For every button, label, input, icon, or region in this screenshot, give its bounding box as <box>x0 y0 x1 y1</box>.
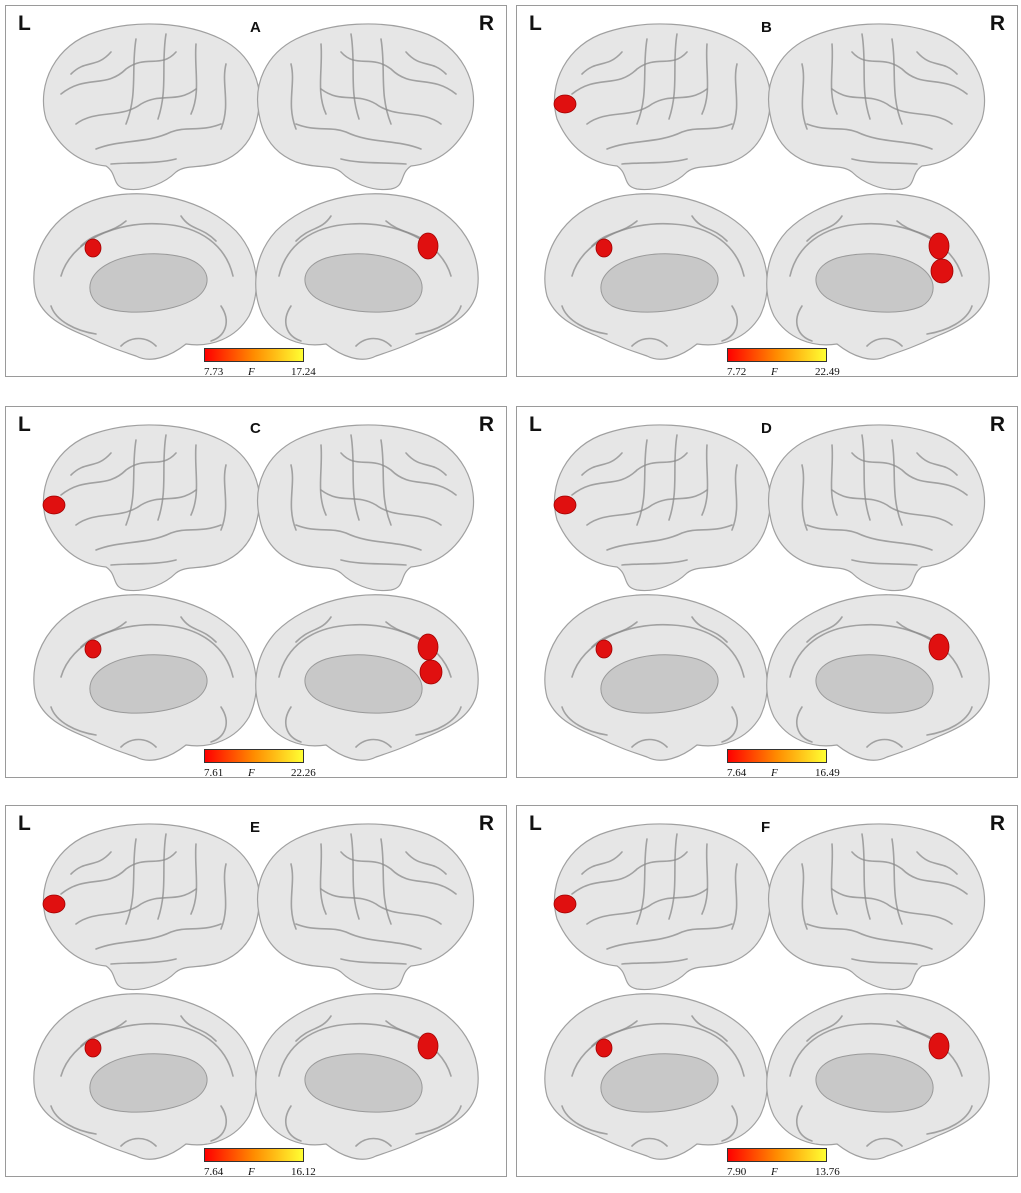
colorbar-variable-label: F <box>248 1166 255 1178</box>
left-lateral-brain <box>553 823 771 991</box>
right-lateral-brain <box>768 823 986 991</box>
left-lateral-brain <box>553 23 771 191</box>
right-lateral-brain <box>257 23 475 191</box>
colorbar <box>204 749 304 763</box>
activation-cluster <box>42 894 66 914</box>
activation-cluster <box>84 639 102 659</box>
right-lateral-brain <box>768 424 986 592</box>
panel-letter: D <box>761 420 772 437</box>
panel-letter: F <box>761 819 771 836</box>
activation-cluster <box>595 1038 613 1058</box>
activation-cluster <box>84 238 102 258</box>
figure-panel-d: L R D 7.64 F 16.49 <box>516 406 1018 779</box>
brain-views <box>544 23 990 360</box>
activation-cluster <box>417 232 439 260</box>
activation-cluster <box>419 659 443 685</box>
activation-cluster <box>417 633 439 661</box>
left-medial-brain <box>544 193 768 360</box>
colorbar-variable-label: F <box>248 767 255 779</box>
brain-views <box>33 23 479 360</box>
right-medial-brain <box>255 993 479 1160</box>
activation-cluster <box>595 238 613 258</box>
activation-cluster <box>553 94 577 114</box>
colorbar <box>727 1148 827 1162</box>
panel-letter: C <box>250 420 261 437</box>
left-medial-brain <box>544 594 768 761</box>
colorbar-max-label: 16.12 <box>291 1166 316 1178</box>
right-medial-brain <box>766 594 990 761</box>
colorbar-min-label: 7.73 <box>204 366 224 378</box>
left-hemisphere-label: L <box>18 812 31 835</box>
colorbar-variable-label: F <box>248 366 255 378</box>
colorbar <box>727 749 827 763</box>
right-lateral-brain <box>768 23 986 191</box>
panel-letter: A <box>250 19 261 36</box>
left-medial-brain <box>544 993 768 1160</box>
right-hemisphere-label: R <box>989 12 1005 35</box>
right-hemisphere-label: R <box>478 413 494 436</box>
right-hemisphere-label: R <box>478 812 494 835</box>
right-medial-brain <box>766 993 990 1160</box>
right-medial-brain <box>766 193 990 360</box>
left-lateral-brain <box>42 23 260 191</box>
right-medial-brain <box>255 193 479 360</box>
colorbar-variable-label: F <box>771 1166 778 1178</box>
left-medial-brain <box>33 193 257 360</box>
brain-views <box>33 424 479 761</box>
left-hemisphere-label: L <box>529 12 542 35</box>
colorbar <box>204 348 304 362</box>
figure-panel-c: L R C 7.61 F 22.26 <box>5 406 507 779</box>
left-medial-brain <box>33 993 257 1160</box>
colorbar-min-label: 7.64 <box>204 1166 224 1178</box>
left-medial-brain <box>33 594 257 761</box>
panel-letter: E <box>250 819 261 836</box>
figure-panel-e: L R E 7.64 F 16.12 <box>5 805 507 1178</box>
colorbar-min-label: 7.64 <box>727 767 747 779</box>
activation-cluster <box>928 633 950 661</box>
activation-cluster <box>42 495 66 515</box>
activation-cluster <box>930 258 954 284</box>
brain-views <box>544 823 990 1160</box>
right-lateral-brain <box>257 424 475 592</box>
left-lateral-brain <box>42 823 260 991</box>
colorbar-min-label: 7.90 <box>727 1166 747 1178</box>
figure-panel-b: L R B 7.72 F 22.49 <box>516 5 1018 378</box>
colorbar <box>727 348 827 362</box>
left-hemisphere-label: L <box>18 413 31 436</box>
activation-cluster <box>84 1038 102 1058</box>
colorbar-variable-label: F <box>771 767 778 779</box>
right-lateral-brain <box>257 823 475 991</box>
activation-cluster <box>417 1032 439 1060</box>
left-hemisphere-label: L <box>18 12 31 35</box>
left-hemisphere-label: L <box>529 812 542 835</box>
activation-cluster <box>928 232 950 260</box>
left-lateral-brain <box>553 424 771 592</box>
activation-cluster <box>553 495 577 515</box>
brain-views <box>544 424 990 761</box>
brain-views <box>33 823 479 1160</box>
colorbar-max-label: 17.24 <box>291 366 316 378</box>
figure-panel-f: L R F 7.90 F 13.76 <box>516 805 1018 1178</box>
figure-panel-a: L R A 7.73 F 17.24 <box>5 5 507 378</box>
left-hemisphere-label: L <box>529 413 542 436</box>
colorbar-min-label: 7.61 <box>204 767 224 779</box>
right-medial-brain <box>255 594 479 761</box>
right-hemisphere-label: R <box>478 12 494 35</box>
left-lateral-brain <box>42 424 260 592</box>
colorbar-min-label: 7.72 <box>727 366 747 378</box>
activation-cluster <box>928 1032 950 1060</box>
activation-cluster <box>595 639 613 659</box>
colorbar-max-label: 22.26 <box>291 767 316 779</box>
right-hemisphere-label: R <box>989 812 1005 835</box>
right-hemisphere-label: R <box>989 413 1005 436</box>
panel-letter: B <box>761 19 772 36</box>
colorbar-max-label: 22.49 <box>815 366 840 378</box>
colorbar-variable-label: F <box>771 366 778 378</box>
activation-cluster <box>553 894 577 914</box>
colorbar-max-label: 13.76 <box>815 1166 840 1178</box>
colorbar <box>204 1148 304 1162</box>
colorbar-max-label: 16.49 <box>815 767 840 779</box>
